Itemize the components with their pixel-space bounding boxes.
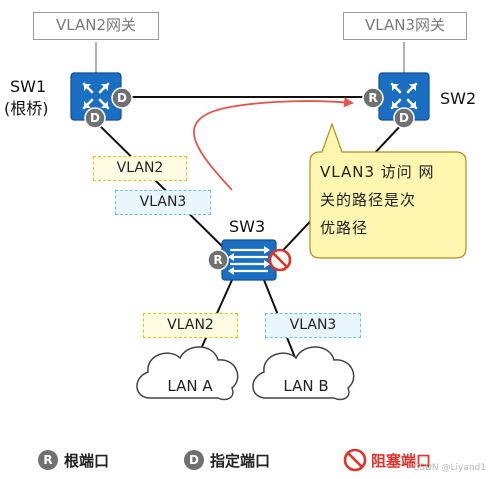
vlan2-tag-upper: VLAN2 (93, 156, 187, 181)
switch-sw2-icon (378, 72, 430, 121)
vlan2-tag-lower: VLAN2 (143, 313, 238, 338)
callout-text: VLAN3 访问 网 关的路径是次 优路径 (320, 158, 460, 242)
legend-designated-port-label: 指定端口 (210, 451, 271, 470)
svg-text:R: R (368, 91, 377, 105)
watermark: CSDN @Liyand1 (412, 463, 486, 473)
svg-text:R: R (213, 253, 222, 267)
legend-root-badge-icon: R (38, 450, 58, 470)
lan-b-label: LAN B (283, 377, 329, 395)
sw2-designated-port: D (393, 107, 415, 129)
sw1-designated-port-right: D (111, 87, 133, 109)
legend-root-port: 根端口 (58, 447, 109, 473)
svg-text:R: R (43, 453, 52, 467)
vlan3-tag-upper: VLAN3 (115, 190, 211, 215)
link-sw1-sw3 (95, 121, 229, 253)
legend-designated-badge-icon: D (184, 450, 204, 470)
sw1-designated-port-bottom: D (84, 107, 106, 129)
sw3-label: SW3 (229, 217, 266, 236)
callout-line: 关的路径是次 (320, 191, 417, 209)
svg-text:D: D (117, 91, 127, 105)
switch-sw3-icon (221, 239, 277, 281)
sw1-root-bridge-note: (根桥) (4, 99, 49, 118)
sw3-blocked-port-icon (268, 248, 292, 272)
legend-blocked-port: 阻塞端口 (365, 447, 431, 473)
vlan2-gateway: VLAN2网关 (33, 12, 159, 40)
legend-blocked-icon (343, 448, 367, 472)
sw1-label: SW1 (10, 77, 47, 96)
lan-a-cloud-icon (136, 346, 239, 401)
svg-text:D: D (399, 111, 409, 125)
sw2-label: SW2 (440, 89, 477, 108)
sw3-root-port: R (207, 249, 229, 271)
callout-line: 优路径 (320, 219, 369, 237)
svg-text:D: D (189, 453, 199, 467)
legend-root-port-label: 根端口 (64, 451, 110, 470)
legend-blocked-port-label: 阻塞端口 (371, 451, 432, 470)
callout-bubble (309, 122, 467, 259)
vlan3-gateway: VLAN3网关 (343, 12, 467, 40)
callout-line: VLAN3 访问 网 (320, 163, 435, 181)
svg-text:D: D (90, 111, 100, 125)
suboptimal-path-arrow (193, 97, 354, 191)
lan-b-cloud-icon (252, 346, 355, 401)
sw2-root-port: R (362, 87, 384, 109)
legend-designated-port: 指定端口 (204, 447, 270, 473)
vlan3-tag-lower: VLAN3 (265, 313, 361, 338)
lan-a-label: LAN A (167, 377, 213, 395)
